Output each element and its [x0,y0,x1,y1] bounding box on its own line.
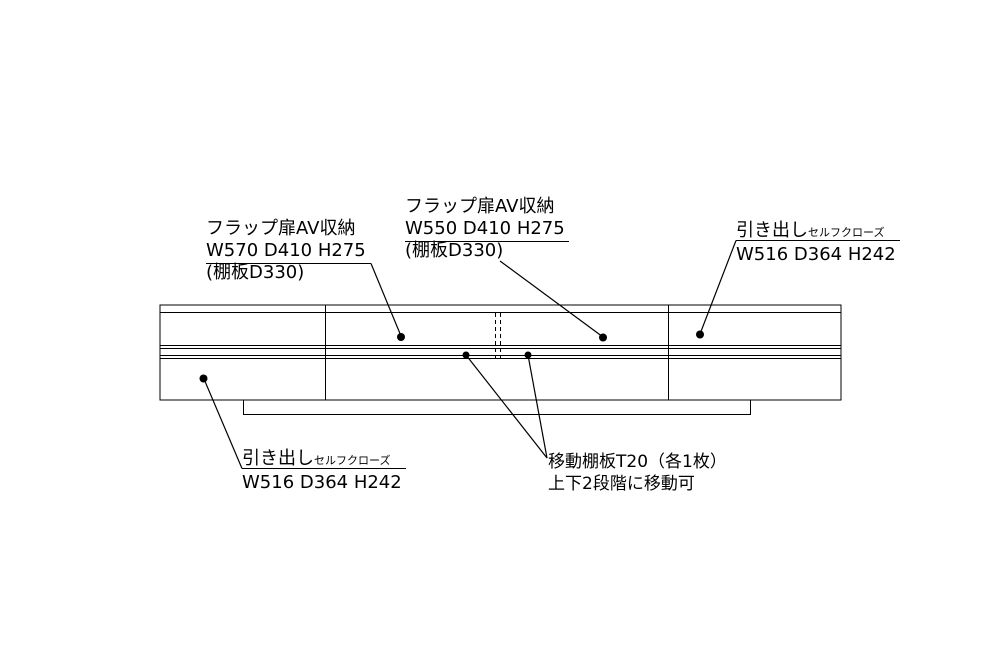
cabinet-outline [159,304,842,401]
flap-right-title: フラップ扉AV収納 [405,196,555,217]
callout-drawer-top-right: 引き出しセルフクローズ W516 D364 H242 [736,220,896,266]
drawer-top-right-dims: W516 D364 H242 [736,244,896,265]
flap-left-dims: W570 D410 H275 [206,240,366,261]
flap-right-note: (棚板D330) [405,240,504,261]
callout-flap-door-right: フラップ扉AV収納 W550 D410 H275 (棚板D330) [405,196,565,262]
flap-left-note: (棚板D330) [206,262,305,283]
callout-movable-shelf: 移動棚板T20（各1枚） 上下2段階に移動可 [548,451,727,495]
drawer-bottom-left-dims: W516 D364 H242 [242,472,402,493]
callout-flap-door-left: フラップ扉AV収納 W570 D410 H275 (棚板D330) [206,218,366,284]
drawer-top-right-title-line: 引き出しセルフクローズ [736,220,896,244]
movable-shelf-line1: 移動棚板T20（各1枚） [548,452,727,472]
flap-right-dims: W550 D410 H275 [405,218,565,239]
callout-drawer-bottom-left: 引き出しセルフクローズ W516 D364 H242 [242,448,402,494]
dot-drawer-bottom-left [199,374,208,383]
leader-shelf-right [527,354,548,459]
movable-shelf-line2: 上下2段階に移動可 [548,474,695,494]
plinth-outline [243,400,751,415]
dot-shelf-right [524,351,532,359]
leader-shelf-left [465,354,548,459]
dot-flap-left [397,333,405,341]
drawer-top-right-suffix: セルフクローズ [808,226,885,239]
leader-drawer-top-right [699,240,737,335]
flap-left-title: フラップ扉AV収納 [206,218,356,239]
drawer-bottom-left-title-line: 引き出しセルフクローズ [242,448,402,472]
drawer-bottom-left-suffix: セルフクローズ [314,454,391,467]
leader-flap-right [499,260,604,338]
drawer-top-right-title: 引き出し [736,220,808,241]
leader-drawer-bottom-left [203,378,243,469]
leader-flap-left [370,263,402,337]
dot-drawer-top-right [696,330,704,339]
dot-flap-right [599,333,607,342]
drawer-bottom-left-title: 引き出し [242,448,314,469]
dot-shelf-left [462,351,470,359]
